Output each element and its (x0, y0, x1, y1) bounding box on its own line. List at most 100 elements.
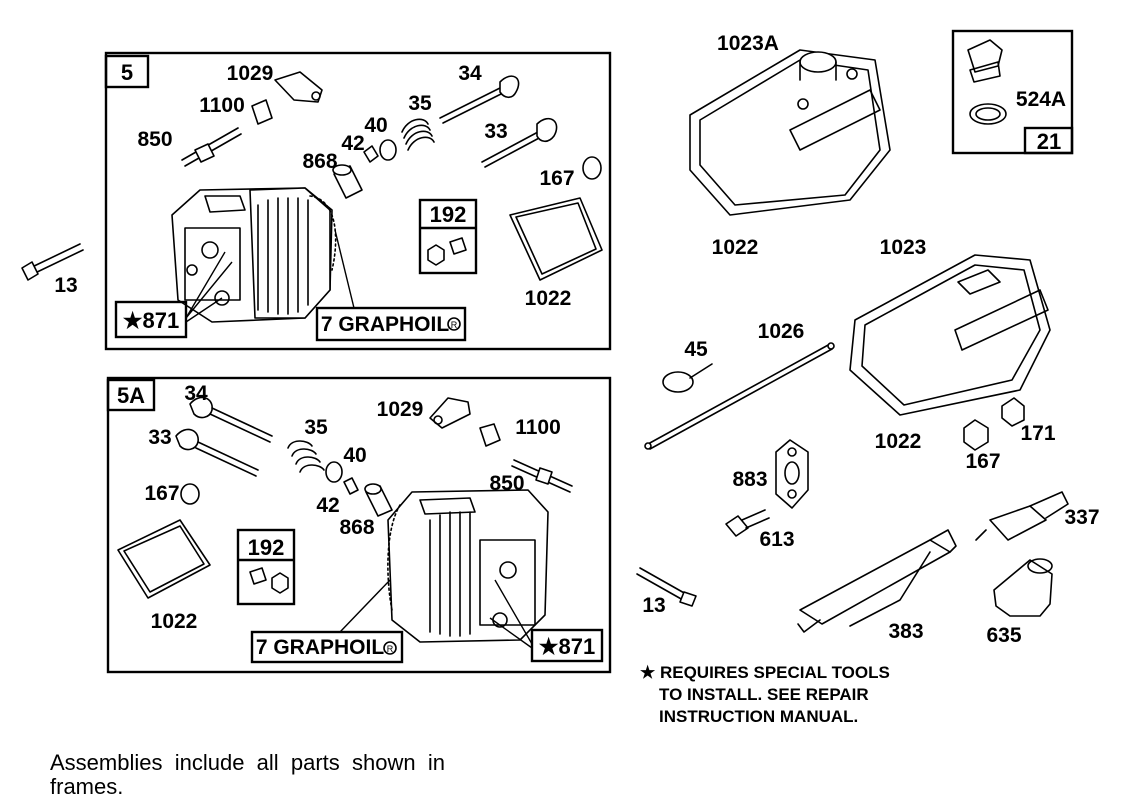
retainer-40-5a-part (325, 461, 343, 483)
label-337: 337 (1064, 506, 1099, 529)
cylinder-head-part (171, 187, 337, 323)
tool-383-part (797, 529, 957, 633)
frame-192-a-border (418, 198, 478, 275)
part-871-a-box (114, 300, 188, 339)
rocker-1029-part (274, 71, 323, 103)
intake-valve-33-5a-part (175, 428, 259, 477)
assemblies-footnote: Assemblies include all parts shown in fr… (50, 750, 445, 799)
registered-mark-a-letter: R (451, 320, 458, 330)
screw-192-part (449, 237, 467, 255)
label-635: 635 (986, 624, 1021, 647)
retainer-40-part (379, 139, 397, 161)
label-1022-d: 1022 (875, 430, 922, 453)
part-45-part (662, 363, 713, 393)
label-1100-a: 1100 (199, 94, 245, 117)
seal-167-part (582, 156, 602, 180)
label-1029-b: 1029 (377, 398, 424, 421)
label-167-a: 167 (539, 167, 574, 190)
bolt-13-right-part (636, 567, 697, 607)
label-868-b: 868 (339, 516, 374, 539)
label-524a: 524A (1016, 88, 1066, 111)
label-1022-b: 1022 (151, 610, 198, 633)
frame-5a-id-box (106, 378, 156, 412)
label-883: 883 (732, 468, 767, 491)
valve-guide-868-5a-part (364, 483, 393, 517)
part-871-b-box (530, 628, 604, 663)
spark-plug-boot-635-part (993, 558, 1053, 617)
label-871-a: ★871 (123, 308, 179, 333)
frame-5-id-box (104, 54, 150, 89)
pivot-1100-part (251, 99, 273, 125)
label-868-a: 868 (302, 150, 337, 173)
cylinder-head-5a-part (387, 489, 549, 643)
label-1029-a: 1029 (227, 62, 274, 85)
registered-mark-a (447, 317, 461, 331)
frame-5a-id: 5A (117, 383, 145, 408)
label-167-b: 167 (144, 482, 179, 505)
screw-192-5a-part (249, 567, 267, 585)
label-850-b: 850 (489, 472, 524, 495)
label-40-b: 40 (343, 444, 366, 467)
bolt-13-left-part (21, 243, 84, 281)
nut-192-part (427, 244, 445, 266)
frame-5a: 5A (106, 376, 612, 674)
label-45: 45 (684, 338, 708, 361)
label-graphoil-b: 7 GRAPHOIL (256, 636, 385, 659)
frame-21-border (951, 29, 1074, 155)
frame-5-border (104, 51, 612, 351)
label-33-b: 33 (148, 426, 171, 449)
pivot-1100-5a-part (479, 423, 501, 447)
nut-192-5a-part (271, 572, 289, 594)
valve-cover-1023a-part (689, 49, 891, 216)
footnote-line-1: Assemblies include all parts shown in (50, 750, 445, 775)
label-1023: 1023 (880, 236, 927, 259)
graphoil-a-box (315, 306, 467, 342)
valve-spring-35-part (401, 118, 435, 151)
stud-850-part (181, 127, 242, 167)
seal-167-5a-part (180, 483, 200, 505)
label-33-a: 33 (484, 120, 507, 143)
stud-850-5a-part (511, 459, 573, 493)
label-40-a: 40 (364, 114, 387, 137)
label-35-b: 35 (304, 416, 328, 439)
seal-167-c-part (963, 419, 989, 451)
label-34-a: 34 (458, 62, 482, 85)
gasket-883-part (775, 439, 809, 509)
frame-21: 21 524A (951, 29, 1074, 155)
label-1026: 1026 (758, 320, 805, 343)
keeper-42-5a-part (343, 477, 359, 495)
registered-mark-b (383, 641, 397, 655)
frame-5-id: 5 (121, 60, 133, 85)
label-13-a: 13 (54, 274, 77, 297)
registered-mark-b-letter: R (387, 644, 394, 654)
frame-21-id: 21 (1037, 129, 1061, 154)
label-35-a: 35 (408, 92, 432, 115)
oil-fill-cap-524a-part (967, 39, 1007, 125)
special-tools-note: ★ REQUIRES SPECIAL TOOLS TO INSTALL. SEE… (640, 663, 890, 726)
keeper-42-part (363, 145, 379, 163)
frame-5a-border (106, 376, 612, 674)
label-1022-a: 1022 (525, 287, 572, 310)
graphoil-b-box (250, 630, 404, 664)
label-13-b: 13 (642, 594, 665, 617)
label-192-a: 192 (430, 202, 467, 227)
label-192-b: 192 (248, 535, 285, 560)
valve-spring-35-5a-part (287, 440, 325, 473)
label-42-a: 42 (341, 132, 364, 155)
label-1023a: 1023A (717, 32, 779, 55)
label-167-c: 167 (965, 450, 1000, 473)
label-34-b: 34 (184, 382, 208, 405)
spark-plug-337-part (975, 491, 1069, 541)
label-871-b: ★871 (539, 634, 595, 659)
exhaust-valve-34-part (439, 75, 520, 124)
note-line-3: INSTRUCTION MANUAL. (659, 707, 858, 726)
push-rod-1026-part (644, 342, 835, 450)
exhaust-valve-34-5a-part (189, 396, 273, 443)
note-line-1: ★ REQUIRES SPECIAL TOOLS (640, 663, 890, 682)
bolt-613-part (725, 509, 770, 537)
label-graphoil-a: 7 GRAPHOIL (321, 313, 450, 336)
note-line-2: TO INSTALL. SEE REPAIR (659, 685, 869, 704)
valve-cover-1023-part (849, 254, 1051, 416)
label-613: 613 (759, 528, 794, 551)
